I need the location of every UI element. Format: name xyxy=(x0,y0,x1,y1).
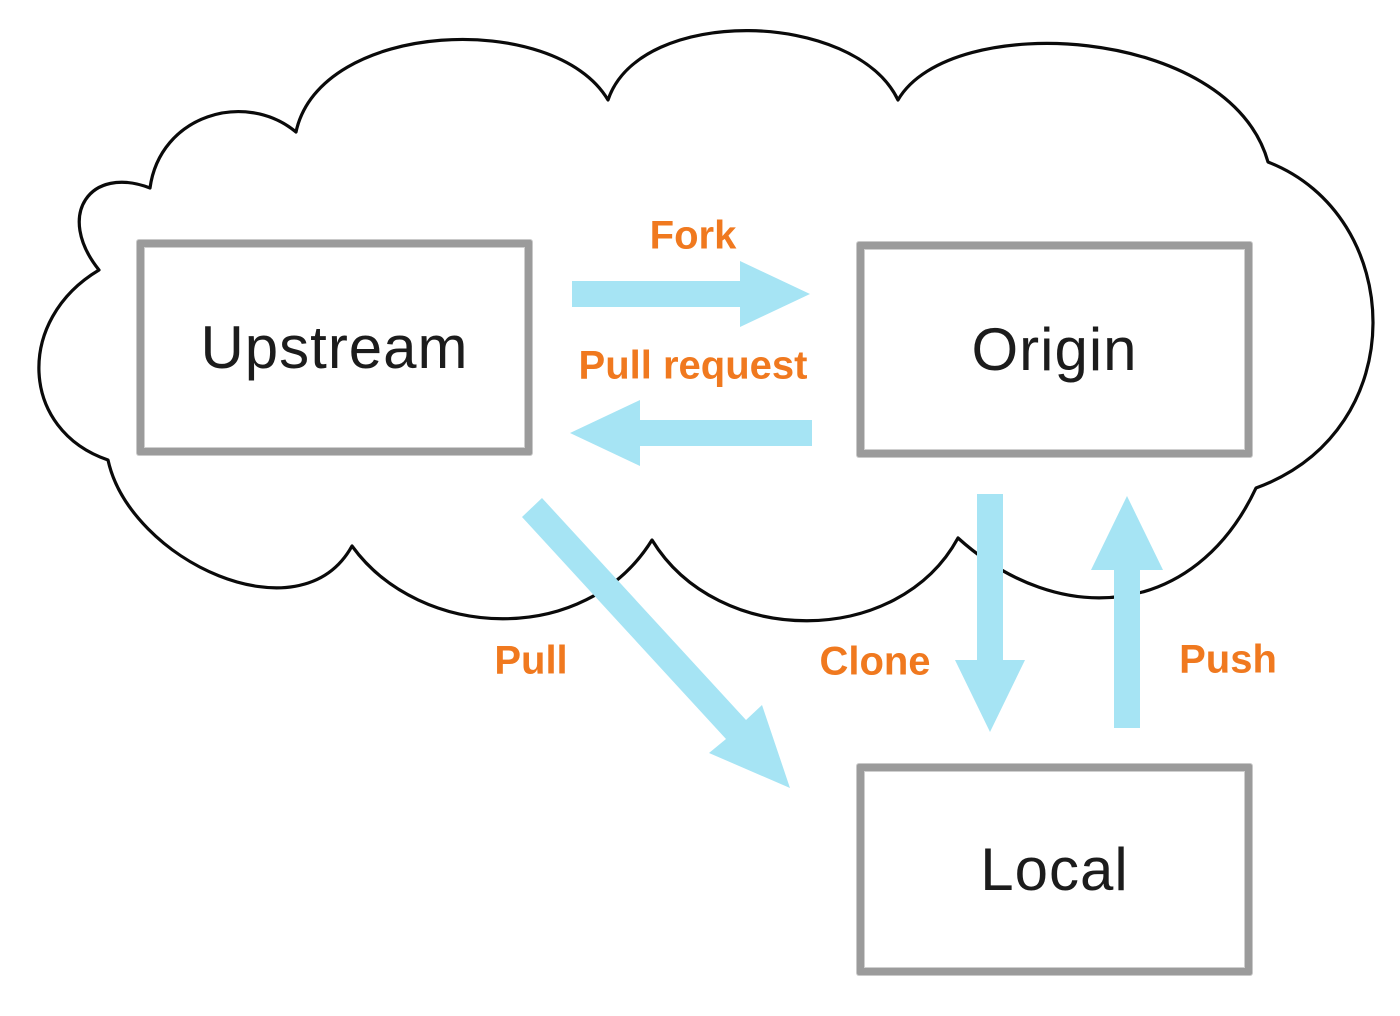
node-upstream-label: Upstream xyxy=(200,314,469,381)
clone-arrow xyxy=(955,494,1025,732)
pull-arrow xyxy=(522,498,790,788)
node-origin: Origin xyxy=(857,242,1252,457)
pull-arrow-label: Pull xyxy=(494,638,568,683)
node-local: Local xyxy=(857,764,1252,975)
pull-request-arrow xyxy=(570,400,812,466)
push-arrow xyxy=(1091,496,1163,728)
node-upstream: Upstream xyxy=(137,240,532,455)
node-origin-label: Origin xyxy=(971,316,1138,383)
clone-arrow-label: Clone xyxy=(819,639,931,684)
pull-request-arrow-label: Pull request xyxy=(578,343,808,388)
push-arrow-label: Push xyxy=(1179,637,1277,682)
fork-arrow xyxy=(572,261,810,327)
node-local-label: Local xyxy=(980,836,1129,903)
cloud-outline xyxy=(37,29,1375,623)
fork-arrow-label: Fork xyxy=(649,213,737,258)
